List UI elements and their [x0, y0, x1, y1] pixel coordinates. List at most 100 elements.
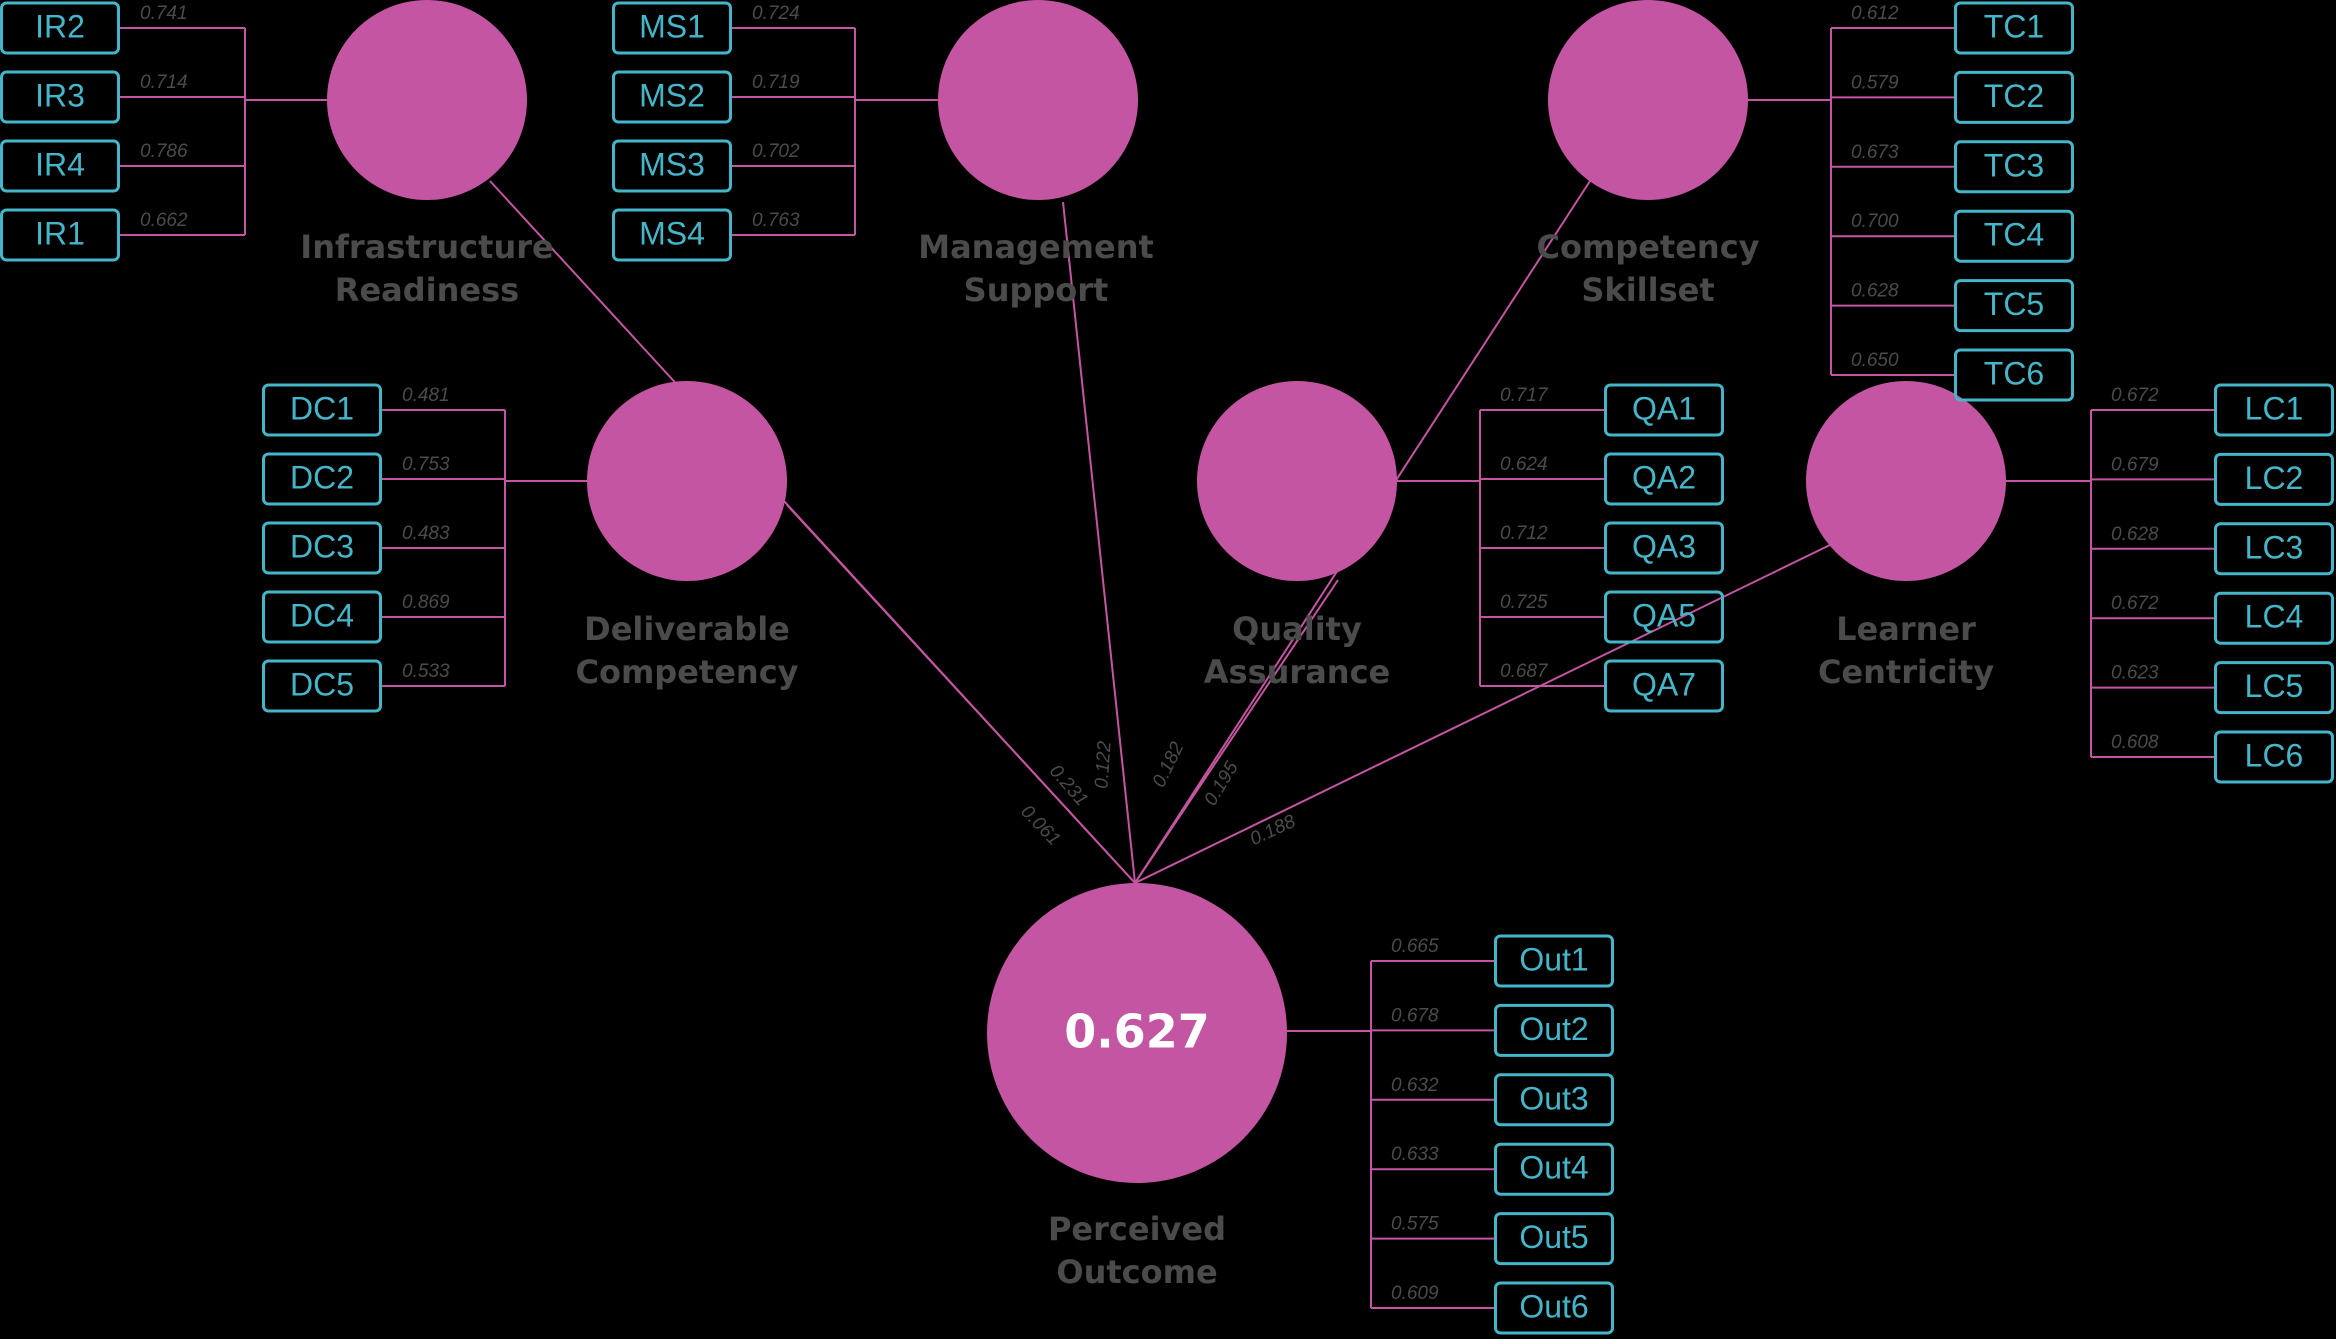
construct-label-management-support-line1: Management — [918, 228, 1154, 266]
indicator-loading-dc5: 0.533 — [402, 661, 450, 682]
indicator-loading-ir2: 0.741 — [140, 3, 188, 24]
indicator-box-tc2 — [1954, 70, 2074, 124]
indicator-loading-qa1: 0.717 — [1500, 385, 1549, 406]
path-lc-to-outcome — [1134, 544, 1831, 884]
indicator-loading-ms1: 0.724 — [752, 3, 800, 24]
indicator-label-qa5: QA5 — [1632, 597, 1696, 633]
construct-deliverable-competency — [587, 381, 787, 581]
indicator-box-out5 — [1494, 1212, 1614, 1266]
indicator-box-out2 — [1494, 1003, 1614, 1057]
indicator-box-ir1 — [0, 208, 120, 262]
indicator-label-out3: Out3 — [1519, 1080, 1588, 1116]
indicator-loading-lc1: 0.672 — [2111, 385, 2159, 406]
indicator-box-tc6 — [1954, 348, 2074, 402]
indicator-box-lc6 — [2214, 730, 2334, 784]
indicator-label-out6: Out6 — [1519, 1288, 1588, 1324]
indicator-label-tc2: TC2 — [1984, 78, 2044, 114]
indicator-loading-ir4: 0.786 — [140, 141, 188, 162]
path-dc-to-outcome — [786, 504, 1136, 884]
indicator-loading-qa2: 0.624 — [1500, 454, 1548, 475]
indicator-label-ms1: MS1 — [639, 8, 705, 44]
construct-label-quality-assurance-line1: Quality — [1232, 610, 1362, 648]
construct-management-support — [938, 0, 1138, 200]
constructs-layer — [327, 0, 2006, 1183]
construct-label-competency-skillset-line2: Skillset — [1581, 271, 1714, 309]
indicator-loading-dc1: 0.481 — [402, 385, 450, 406]
indicator-loading-lc5: 0.623 — [2111, 663, 2159, 684]
indicator-box-tc1 — [1954, 1, 2074, 55]
indicator-box-tc4 — [1954, 209, 2074, 263]
indicator-label-lc4: LC4 — [2245, 599, 2304, 635]
path-coefficient-qa: 0.195 — [1200, 758, 1243, 810]
indicator-label-out5: Out5 — [1519, 1219, 1588, 1255]
indicator-box-out6 — [1494, 1281, 1614, 1335]
indicator-label-qa3: QA3 — [1632, 528, 1696, 564]
indicator-label-tc5: TC5 — [1984, 286, 2044, 322]
indicator-loading-tc2: 0.579 — [1851, 72, 1899, 93]
indicator-loading-qa7: 0.687 — [1500, 661, 1549, 682]
construct-label-quality-assurance-line2: Assurance — [1204, 653, 1390, 691]
indicator-loading-tc3: 0.673 — [1851, 142, 1899, 163]
indicator-box-qa2 — [1604, 452, 1724, 506]
construct-competency-skillset — [1548, 0, 1748, 200]
indicator-loading-ms4: 0.763 — [752, 210, 800, 231]
construct-label-learner-centricity-line2: Centricity — [1818, 653, 1994, 691]
indicator-label-ms2: MS2 — [639, 77, 705, 113]
indicator-box-ir4 — [0, 139, 120, 193]
indicator-label-qa2: QA2 — [1632, 459, 1696, 495]
indicator-label-dc3: DC3 — [290, 528, 354, 564]
indicator-label-lc5: LC5 — [2245, 668, 2304, 704]
indicator-box-out3 — [1494, 1073, 1614, 1127]
construct-label-infrastructure-readiness-line1: Infrastructure — [300, 228, 553, 266]
indicator-label-ms3: MS3 — [639, 146, 705, 182]
indicator-box-lc3 — [2214, 522, 2334, 576]
indicator-box-qa5 — [1604, 590, 1724, 644]
indicator-loading-out2: 0.678 — [1391, 1005, 1439, 1026]
indicator-loading-out5: 0.575 — [1391, 1214, 1439, 1235]
indicator-loading-tc5: 0.628 — [1851, 281, 1899, 302]
indicator-box-dc3 — [262, 521, 382, 575]
indicator-loading-lc6: 0.608 — [2111, 732, 2159, 753]
indicator-box-lc1 — [2214, 383, 2334, 437]
indicator-box-tc3 — [1954, 140, 2074, 194]
indicator-box-dc1 — [262, 383, 382, 437]
indicator-box-tc5 — [1954, 279, 2074, 333]
indicator-label-tc1: TC1 — [1984, 8, 2044, 44]
indicator-label-lc3: LC3 — [2245, 529, 2304, 565]
indicator-label-out4: Out4 — [1519, 1150, 1588, 1186]
indicator-loading-qa5: 0.725 — [1500, 592, 1548, 613]
indicator-box-dc5 — [262, 659, 382, 713]
construct-label-deliverable-competency-line2: Competency — [575, 653, 798, 691]
indicator-loading-tc1: 0.612 — [1851, 3, 1899, 24]
construct-label-learner-centricity-line1: Learner — [1836, 610, 1976, 648]
indicator-label-qa7: QA7 — [1632, 666, 1696, 702]
indicator-box-ms3 — [612, 139, 732, 193]
indicator-box-lc4 — [2214, 591, 2334, 645]
indicator-loading-ir3: 0.714 — [140, 72, 188, 93]
indicator-box-dc4 — [262, 590, 382, 644]
path-coefficient-ir: 0.061 — [1016, 801, 1064, 850]
indicator-label-tc6: TC6 — [1984, 355, 2044, 391]
indicator-label-ir1: IR1 — [35, 215, 85, 251]
indicator-box-ms1 — [612, 1, 732, 55]
indicator-box-qa1 — [1604, 383, 1724, 437]
r-squared-value: 0.627 — [1064, 1005, 1210, 1059]
indicator-label-out1: Out1 — [1519, 941, 1588, 977]
indicator-label-tc4: TC4 — [1984, 217, 2044, 253]
construct-label-competency-skillset-line1: Competency — [1536, 228, 1759, 266]
indicator-box-ir2 — [0, 1, 120, 55]
indicator-box-ms4 — [612, 208, 732, 262]
indicator-box-out1 — [1494, 934, 1614, 988]
construct-quality-assurance — [1197, 381, 1397, 581]
construct-label-perceived-outcome-line1: Perceived — [1048, 1210, 1226, 1248]
indicator-label-lc6: LC6 — [2245, 737, 2304, 773]
indicator-box-qa7 — [1604, 659, 1724, 713]
indicator-label-ir2: IR2 — [35, 8, 85, 44]
construct-label-deliverable-competency-line1: Deliverable — [584, 610, 790, 648]
indicator-label-ir4: IR4 — [35, 146, 85, 182]
indicator-label-dc1: DC1 — [290, 390, 354, 426]
indicator-box-qa3 — [1604, 521, 1724, 575]
indicator-loading-dc3: 0.483 — [402, 523, 450, 544]
indicator-label-ir3: IR3 — [35, 77, 85, 113]
